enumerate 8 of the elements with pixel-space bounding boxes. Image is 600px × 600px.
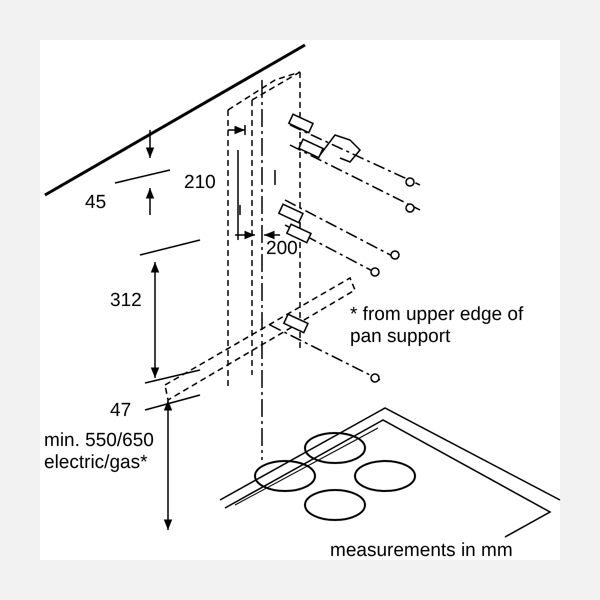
note-text: measurements in mm [330,540,514,562]
note-text: min. 550/650 electric/gas* [44,430,155,474]
dimension-label: 47 [110,400,132,422]
dimension-label: 312 [110,290,143,312]
note-text: * from upper edge of pan support [350,304,524,348]
dimension-label: 45 [85,192,108,214]
dimension-label: 200 [266,238,299,260]
dimension-label: 210 [184,172,217,194]
